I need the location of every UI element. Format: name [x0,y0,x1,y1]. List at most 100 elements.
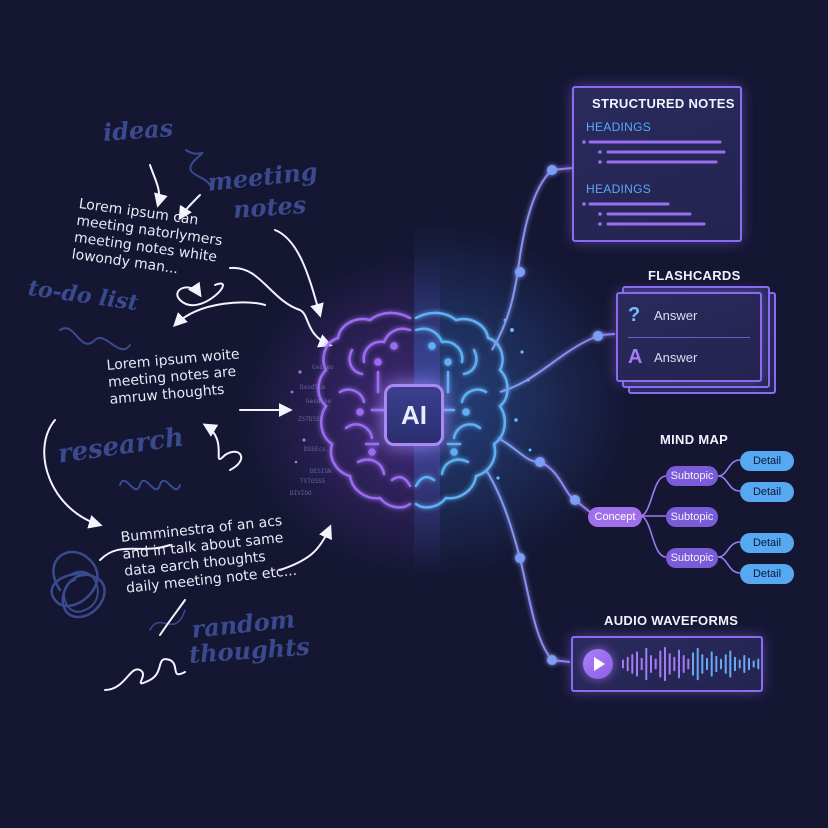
waveform-bar [659,650,662,678]
structured-notes-card: STRUCTURED NOTES HEADINGS HEADINGS [572,86,742,242]
waveform-bar [622,659,624,669]
arrow-meeting [178,194,201,221]
scribble-ball-2 [63,570,99,613]
waveform-bar [687,658,690,670]
waveform-bar [682,655,685,673]
structured-notes-title: STRUCTURED NOTES [592,96,735,111]
code-snippet: TSTOSS5 [300,478,326,485]
waveform-bar [631,654,634,674]
waveform-bar [729,650,732,678]
waveform-bar [673,656,676,672]
ai-label: AI [401,399,427,430]
arrow-random-up [159,599,186,636]
waveform-bar [720,658,722,670]
question-mark-icon: ? [628,303,641,326]
waveform-bar [692,652,694,676]
scribble-swirl [119,479,181,491]
answer-letter-icon: A [628,345,643,368]
waveform-bar [738,659,741,669]
code-snippet: Dsodlca [300,384,326,391]
code-snippet: Gesdloe [306,398,332,405]
audio-waveforms-title: AUDIO WAVEFORMS [604,613,739,628]
code-snippet: DIVIDO [290,490,312,497]
arrow-random-squiggle [104,658,186,691]
code-snippet: Gasseo [312,364,334,371]
waveform-bar [696,647,699,681]
play-icon [594,657,605,671]
waveform-bar [706,657,708,671]
waveform-bar [743,655,746,673]
waveform-bar [734,656,736,672]
mind-map-concept: Concept [588,507,642,527]
waveform-bar [748,657,750,671]
flashcard-answer-text: Answer [654,349,698,365]
flashcard-question-text: Answer [654,307,698,323]
output-connectors [485,167,616,663]
scrawl-notes: notes [232,189,308,224]
mind-map-detail: Detail [740,564,794,584]
input-arrows [43,164,333,691]
scrawl-ideas: ideas [102,113,175,147]
waveform-bar [645,647,648,681]
mind-map-subtopic: Subtopic [666,548,718,568]
waveform-bar [640,657,643,671]
arrow-p3-left [99,544,171,561]
flashcard-front: ? Answer A Answer [616,292,762,382]
waveform-bar [724,654,727,674]
scribble-middle [59,327,131,351]
notes-lines [582,140,726,226]
arrow-notes-to-brain [274,229,324,318]
flashcard-question-row: ? Answer [628,296,750,334]
waveform-bar [636,651,638,677]
flashcard-answer-row: A Answer [628,338,750,376]
flashcard-divider [628,337,750,338]
waveform-bar [664,646,666,682]
play-button[interactable] [583,649,613,679]
heading-label: HEADINGS [586,120,652,134]
scribbles [50,149,211,631]
connector-nodes [515,165,603,665]
mind-map-detail: Detail [740,533,794,553]
arrow-to-p2 [173,301,266,327]
connector-structured-notes [491,167,573,351]
scribble-wave [149,609,186,631]
arrow-up-hook [202,423,243,471]
waveform-bar [757,658,760,670]
scribble-top [185,149,211,186]
connector-audio [485,469,571,663]
arrow-research-curve [43,419,103,529]
waveform-bar [752,660,755,668]
arrow-loop-1 [229,266,333,348]
connector-flashcards [499,333,616,393]
brain [317,311,509,509]
mind-map-title: MIND MAP [660,432,729,447]
ai-chip: AI [384,384,444,446]
waveform-bar [715,655,718,673]
waveform-bar [701,654,704,674]
brain-right-hemisphere [414,311,509,509]
scribble-ball [50,550,106,619]
waveform-bar [626,656,629,672]
heading-label: HEADINGS [586,182,652,196]
mind-map-subtopic: Subtopic [666,466,718,486]
arrow-p3-brain [279,524,332,571]
audio-waveform [622,646,760,682]
audio-card [571,636,763,692]
waveform-bar [654,658,657,670]
waveform-bar [678,649,680,679]
code-snippet: ZSTD5S [298,416,320,423]
code-snippet: DSSEcs [304,446,326,453]
brain-left-hemisphere [317,311,412,509]
code-snippet: DESIGN [310,468,332,475]
arrow-curl [176,281,224,307]
mind-map-links [639,459,741,574]
flashcards-title: FLASHCARDS [648,268,741,283]
arrow-ideas [149,164,168,208]
waveform-bar [668,653,671,675]
waveform-bar [710,651,713,677]
mind-map-subtopic: Subtopic [666,507,718,527]
mind-map-detail: Detail [740,482,794,502]
waveform-bar [650,655,652,673]
mind-map-detail: Detail [740,451,794,471]
